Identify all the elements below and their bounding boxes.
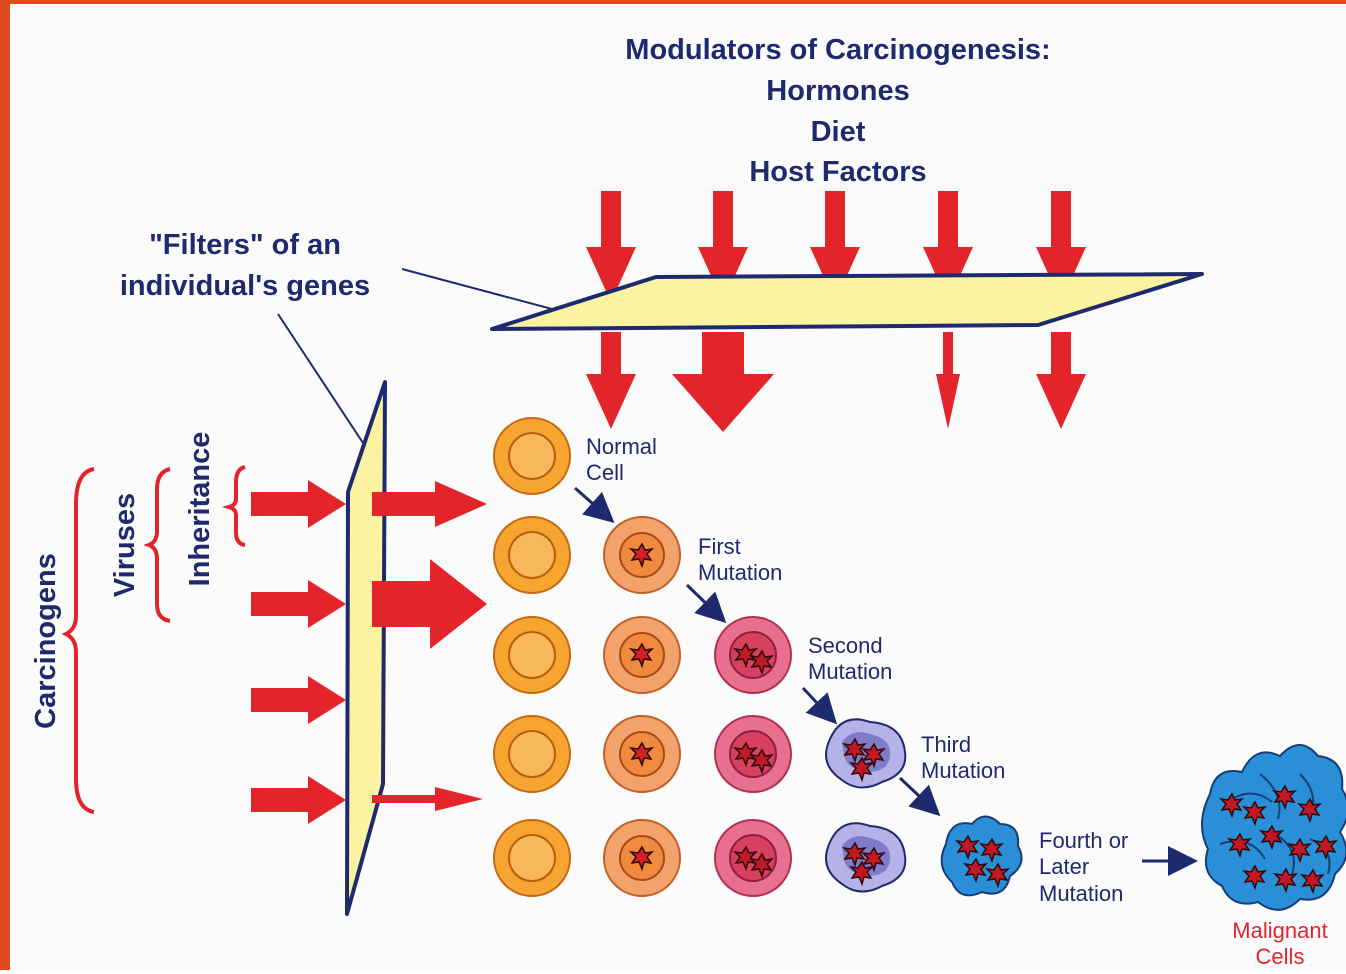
third-mutation-cell-1 xyxy=(826,719,905,787)
label-malignant-1: Malignant xyxy=(1232,918,1327,943)
left-labels: Carcinogens Viruses Inheritance xyxy=(30,432,245,812)
label-normal-1: Normal xyxy=(586,434,657,459)
filters-label: "Filters" of an individual's genes xyxy=(120,229,582,449)
label-malignant-2: Cells xyxy=(1256,944,1305,969)
label-second-2: Mutation xyxy=(808,659,892,684)
carcinogenesis-diagram: Modulators of Carcinogenesis: Hormones D… xyxy=(10,4,1346,974)
modulators-title: Modulators of Carcinogenesis: xyxy=(625,34,1050,66)
normal-cell-3 xyxy=(494,617,570,693)
filter-horizontal xyxy=(492,274,1202,329)
filters-pointer-line-vertical xyxy=(278,314,367,449)
third-mutation-column xyxy=(826,719,905,891)
red-arrow-right-out-3-thin xyxy=(372,787,483,811)
red-arrow-down-below-3-thin xyxy=(936,332,960,429)
normal-cell-4 xyxy=(494,716,570,792)
first-mutation-column xyxy=(604,517,680,896)
modulator-host-factors: Host Factors xyxy=(749,156,926,188)
red-arrow-right-in-3 xyxy=(251,676,346,724)
second-mutation-column xyxy=(715,617,791,896)
label-viruses: Viruses xyxy=(109,493,141,597)
third-mutation-cell-2 xyxy=(826,823,905,891)
arrow-third-to-fourth xyxy=(900,778,936,812)
first-mutation-cell-3 xyxy=(604,716,680,792)
arrow-normal-to-first xyxy=(575,488,610,519)
filters-label-line2: individual's genes xyxy=(120,270,370,302)
carcinogens-bracket xyxy=(66,469,94,812)
second-mutation-cell-1 xyxy=(715,617,791,693)
red-arrow-right-out-2-thick xyxy=(372,559,487,649)
left-arrows-out xyxy=(372,481,487,811)
modulator-diet: Diet xyxy=(811,116,866,148)
first-mutation-cell-4 xyxy=(604,820,680,896)
arrow-first-to-second xyxy=(687,585,722,619)
modulators-heading: Modulators of Carcinogenesis: Hormones D… xyxy=(625,34,1050,188)
red-arrow-right-in-2 xyxy=(251,580,346,628)
normal-cell-5 xyxy=(494,820,570,896)
filters-label-line1: "Filters" of an xyxy=(149,229,341,261)
label-first-2: Mutation xyxy=(698,560,782,585)
second-mutation-cell-3 xyxy=(715,820,791,896)
label-fourth-3: Mutation xyxy=(1039,881,1123,906)
arrow-second-to-third xyxy=(803,688,833,720)
label-first-1: First xyxy=(698,534,741,559)
normal-cell-2 xyxy=(494,517,570,593)
label-inheritance: Inheritance xyxy=(184,432,216,587)
normal-cells-column xyxy=(494,418,570,896)
filter-vertical xyxy=(347,382,385,914)
label-carcinogens: Carcinogens xyxy=(30,553,62,729)
viruses-bracket xyxy=(149,469,170,621)
normal-cell-1 xyxy=(494,418,570,494)
red-arrow-right-in-4 xyxy=(251,776,346,824)
red-arrow-right-out-1 xyxy=(372,481,487,527)
modulator-arrows-bottom xyxy=(586,332,1086,432)
fourth-mutation-cell xyxy=(942,817,1022,896)
red-arrow-right-in-1 xyxy=(251,480,346,528)
left-arrows-in xyxy=(251,480,346,824)
malignant-cells-cluster xyxy=(1202,745,1346,910)
red-arrow-down-below-4 xyxy=(1036,332,1086,429)
second-mutation-cell-2 xyxy=(715,716,791,792)
first-mutation-cell-1 xyxy=(604,517,680,593)
modulator-hormones: Hormones xyxy=(766,75,909,107)
red-arrow-down-below-2-thick xyxy=(672,332,774,432)
label-third-1: Third xyxy=(921,732,971,757)
red-arrow-down-below-1 xyxy=(586,332,636,429)
first-mutation-cell-2 xyxy=(604,617,680,693)
label-fourth-2: Later xyxy=(1039,854,1089,879)
inheritance-bracket xyxy=(229,467,245,545)
label-second-1: Second xyxy=(808,633,883,658)
label-normal-2: Cell xyxy=(586,460,624,485)
label-fourth-1: Fourth or xyxy=(1039,828,1128,853)
label-third-2: Mutation xyxy=(921,758,1005,783)
